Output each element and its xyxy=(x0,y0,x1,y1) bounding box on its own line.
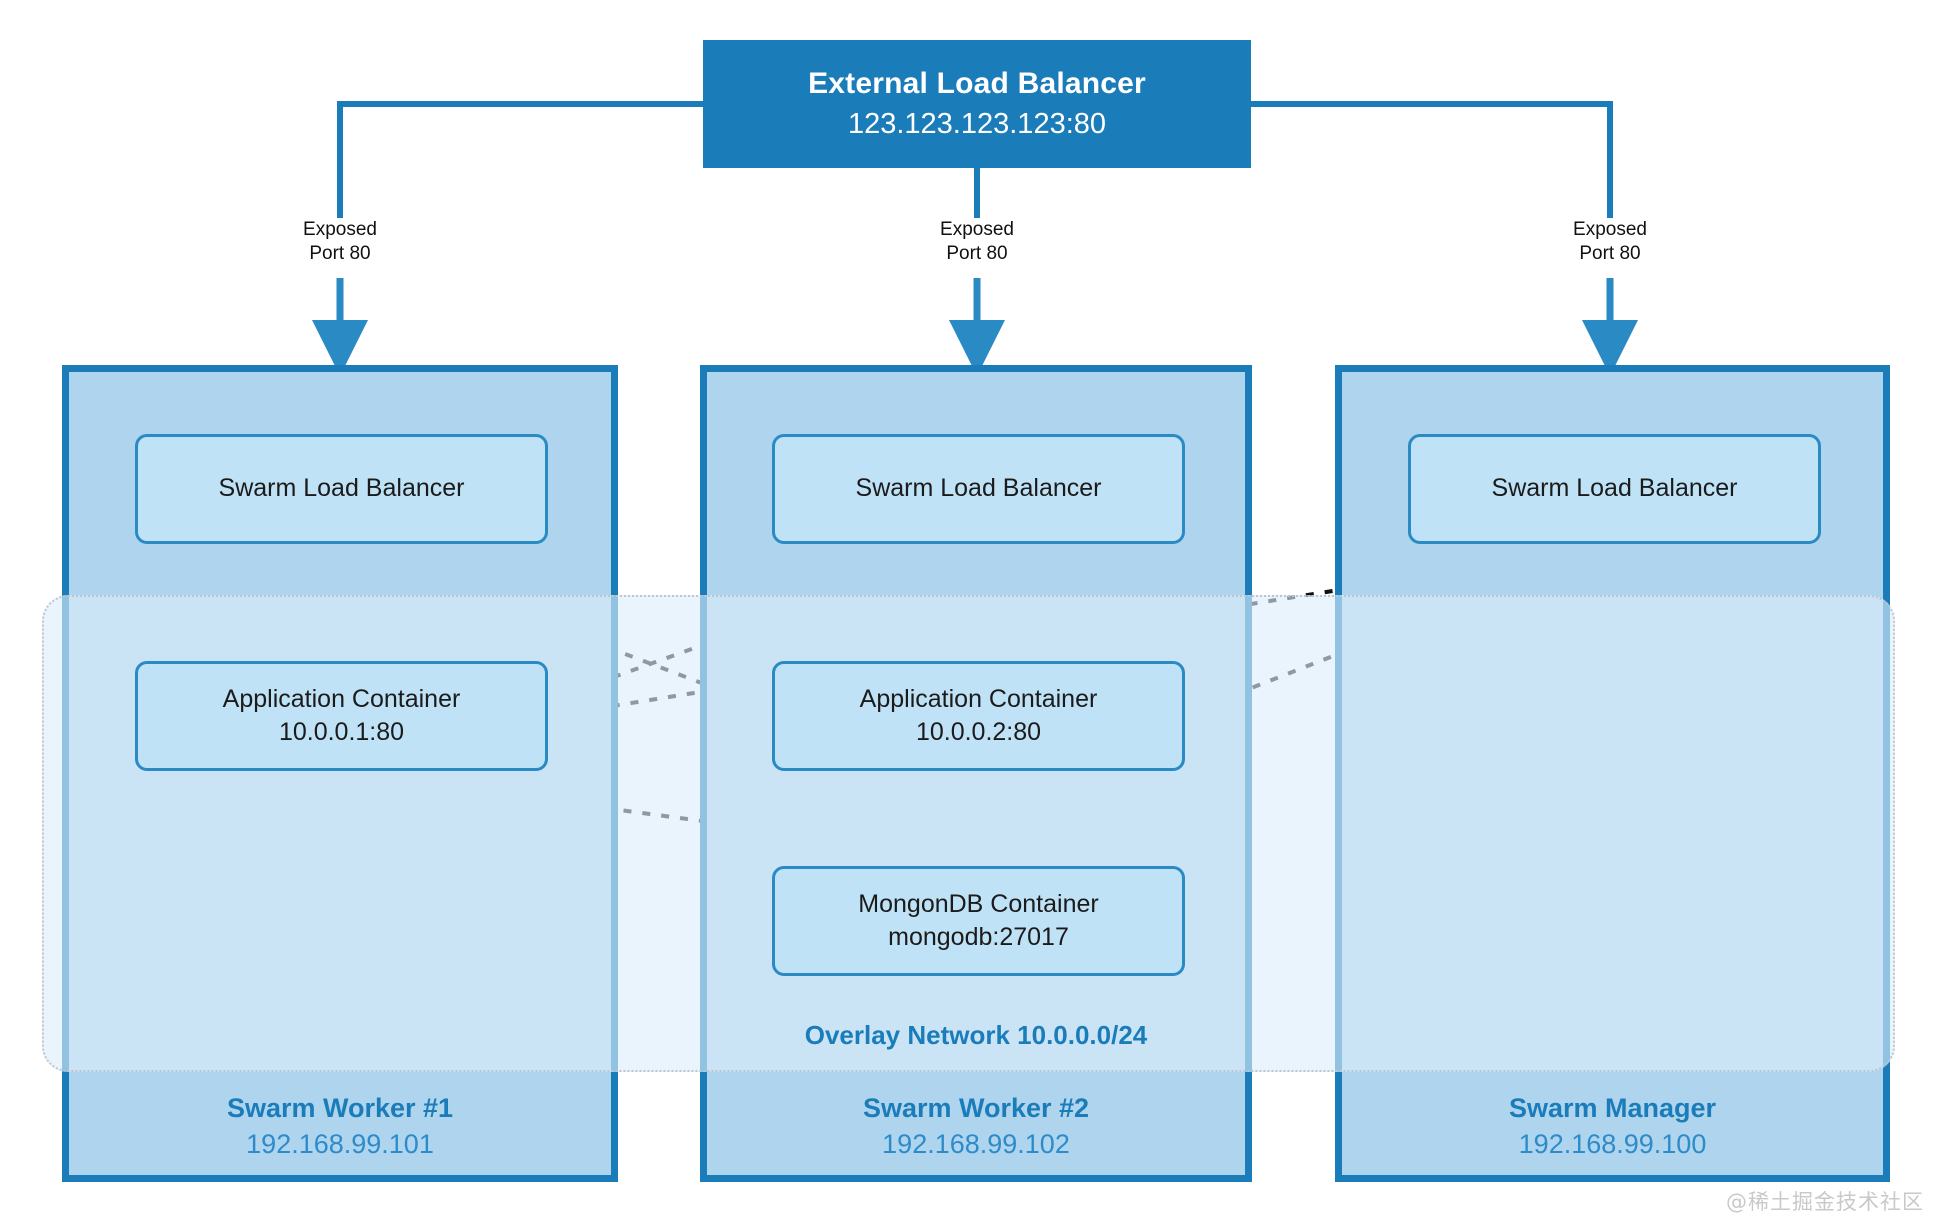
node-ip: 192.168.99.101 xyxy=(246,1129,434,1160)
exposed-label-line2: Port 80 xyxy=(309,242,371,264)
container-title: Application Container xyxy=(859,684,1098,713)
container-application-worker1[interactable]: Application Container 10.0.0.1:80 xyxy=(135,661,548,771)
node-name: Swarm Worker #1 xyxy=(226,1093,454,1124)
exposed-port-label-worker2: Exposed Port 80 xyxy=(887,218,1067,266)
external-load-balancer-title: External Load Balancer xyxy=(808,66,1146,100)
node-name: Swarm Worker #2 xyxy=(862,1093,1090,1124)
exposed-label-line1: Exposed xyxy=(940,219,1014,240)
external-load-balancer-address: 123.123.123.123:80 xyxy=(847,108,1107,141)
exposed-label-line2: Port 80 xyxy=(1579,242,1641,264)
container-swarm-load-balancer-manager[interactable]: Swarm Load Balancer xyxy=(1408,434,1821,544)
container-title: Swarm Load Balancer xyxy=(855,474,1102,503)
watermark-text: @稀土掘金技术社区 xyxy=(1726,1190,1924,1214)
node-footer-worker2: Swarm Worker #2 192.168.99.102 xyxy=(707,1072,1245,1182)
container-title: Swarm Load Balancer xyxy=(1491,474,1738,503)
container-mongodb-worker2[interactable]: MongonDB Container mongodb:27017 xyxy=(772,866,1185,976)
exposed-label-line1: Exposed xyxy=(1573,219,1647,240)
container-title: Swarm Load Balancer xyxy=(218,474,465,503)
node-ip: 192.168.99.100 xyxy=(1518,1129,1707,1160)
elb-bus-lines xyxy=(337,101,1613,218)
node-ip: 192.168.99.102 xyxy=(882,1129,1070,1160)
container-swarm-load-balancer-worker1[interactable]: Swarm Load Balancer xyxy=(135,434,548,544)
container-title: Application Container xyxy=(222,684,461,713)
exposed-port-arrows xyxy=(312,278,1638,376)
container-address: 10.0.0.1:80 xyxy=(278,718,405,746)
container-address: mongodb:27017 xyxy=(888,923,1069,951)
external-load-balancer-box[interactable]: External Load Balancer 123.123.123.123:8… xyxy=(703,40,1251,168)
exposed-port-label-manager: Exposed Port 80 xyxy=(1520,218,1700,266)
container-swarm-load-balancer-worker2[interactable]: Swarm Load Balancer xyxy=(772,434,1185,544)
node-name: Swarm Manager xyxy=(1508,1093,1717,1124)
overlay-network-label: Overlay Network 10.0.0.0/24 xyxy=(804,1020,1148,1050)
node-footer-worker1: Swarm Worker #1 192.168.99.101 xyxy=(69,1072,611,1182)
exposed-label-line2: Port 80 xyxy=(946,242,1008,264)
container-application-worker2[interactable]: Application Container 10.0.0.2:80 xyxy=(772,661,1185,771)
exposed-label-line1: Exposed xyxy=(303,219,377,240)
container-address: 10.0.0.2:80 xyxy=(915,718,1042,746)
exposed-port-label-worker1: Exposed Port 80 xyxy=(250,218,430,266)
node-footer-manager: Swarm Manager 192.168.99.100 xyxy=(1342,1072,1883,1182)
container-title: MongonDB Container xyxy=(858,889,1099,918)
